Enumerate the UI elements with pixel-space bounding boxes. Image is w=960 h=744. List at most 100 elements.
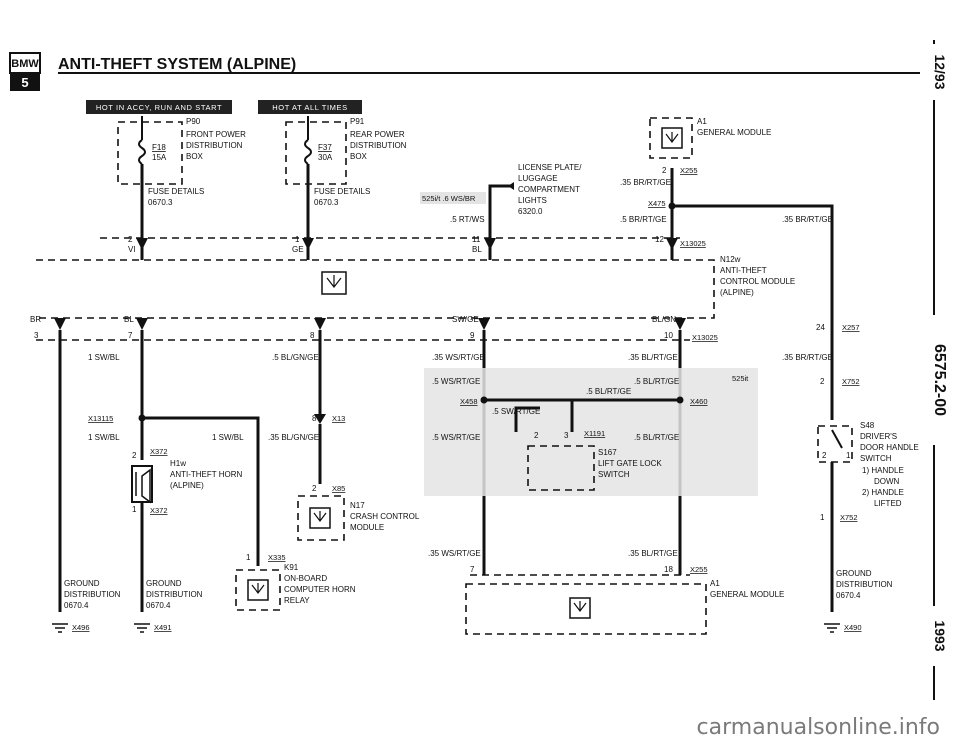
watermark-text: carmanualsonline.info	[697, 715, 940, 740]
svg-text:30A: 30A	[318, 153, 333, 162]
svg-text:A1: A1	[710, 579, 720, 588]
fuse-box-p91: P91 REAR POWER DISTRIBUTION BOX F37 30A …	[285, 116, 407, 260]
svg-text:0670.4: 0670.4	[836, 591, 861, 600]
svg-text:2: 2	[132, 451, 137, 460]
svg-text:1) HANDLE: 1) HANDLE	[862, 466, 904, 475]
svg-text:LUGGAGE: LUGGAGE	[518, 174, 558, 183]
svg-text:.5 WS/RT/GE: .5 WS/RT/GE	[432, 433, 480, 442]
svg-text:FUSE DETAILS: FUSE DETAILS	[314, 187, 370, 196]
svg-text:11: 11	[472, 235, 481, 244]
svg-text:BOX: BOX	[350, 152, 368, 161]
svg-text:DRIVER'S: DRIVER'S	[860, 432, 897, 441]
svg-text:X460: X460	[690, 397, 708, 406]
liftgate-variant-region: 525it X458 X460 .5 WS/RT/GE .5 BL/RT/GE …	[424, 368, 758, 496]
svg-text:N17: N17	[350, 501, 365, 510]
svg-text:3: 3	[564, 431, 569, 440]
svg-text:1 SW/BL: 1 SW/BL	[88, 353, 120, 362]
svg-text:X13025: X13025	[680, 239, 706, 248]
svg-text:FRONT POWER: FRONT POWER	[186, 130, 246, 139]
svg-text:.5 RT/WS: .5 RT/WS	[450, 215, 485, 224]
svg-text:9: 9	[470, 331, 475, 340]
svg-text:RELAY: RELAY	[284, 596, 310, 605]
svg-text:2: 2	[128, 235, 133, 244]
svg-text:2: 2	[662, 166, 667, 175]
svg-text:1: 1	[820, 513, 825, 522]
svg-text:X752: X752	[842, 377, 860, 386]
door-handle-switch: 24 X257 2 X752 2 1 S48 DRIVER'S DOOR HAN…	[816, 323, 919, 612]
variant-highlight	[420, 192, 486, 204]
page-title: ANTI-THEFT SYSTEM (ALPINE)	[58, 56, 296, 73]
fuse-f18-label: F18	[152, 143, 166, 152]
svg-text:BL/GN: BL/GN	[652, 315, 676, 324]
side-doc-number: 6575.2-00	[931, 344, 948, 416]
svg-text:GROUND: GROUND	[64, 579, 100, 588]
svg-text:ON-BOARD: ON-BOARD	[284, 574, 327, 583]
fuse-f37-label: F37	[318, 143, 332, 152]
svg-text:.35 BR/RT/GE: .35 BR/RT/GE	[782, 215, 833, 224]
svg-text:ANTI-THEFT: ANTI-THEFT	[720, 266, 767, 275]
svg-text:K91: K91	[284, 563, 299, 572]
svg-text:X752: X752	[840, 513, 858, 522]
svg-text:N12w: N12w	[720, 255, 741, 264]
license-plate-lights: LICENSE PLATE/ LUGGAGE COMPARTMENT LIGHT…	[420, 163, 834, 330]
svg-text:DISTRIBUTION: DISTRIBUTION	[186, 141, 243, 150]
svg-text:(ALPINE): (ALPINE)	[170, 481, 204, 490]
svg-text:6320.0: 6320.0	[518, 207, 543, 216]
svg-text:BR: BR	[30, 315, 41, 324]
svg-text:0670.4: 0670.4	[64, 601, 89, 610]
svg-text:3: 3	[34, 331, 39, 340]
svg-text:.35 WS/RT/GE: .35 WS/RT/GE	[428, 549, 481, 558]
svg-text:X496: X496	[72, 623, 90, 632]
ground-1: GROUND DISTRIBUTION 0670.4 X496	[52, 579, 121, 633]
svg-text:BL: BL	[124, 315, 134, 324]
side-margin: 12/93 6575.2-00 1993	[924, 40, 948, 700]
svg-text:LIFT GATE LOCK: LIFT GATE LOCK	[598, 459, 662, 468]
svg-text:0670.3: 0670.3	[148, 198, 173, 207]
svg-text:X255: X255	[680, 166, 698, 175]
anti-theft-horn: X13115 X372 2 H1w ANTI-THEFT HORN (ALPIN…	[88, 414, 260, 612]
fuse-box-p90: P90 FRONT POWER DISTRIBUTION BOX F18 15A…	[117, 116, 246, 260]
svg-text:COMPUTER HORN: COMPUTER HORN	[284, 585, 356, 594]
svg-text:DISTRIBUTION: DISTRIBUTION	[64, 590, 121, 599]
svg-text:REAR POWER: REAR POWER	[350, 130, 405, 139]
svg-text:1 SW/BL: 1 SW/BL	[88, 433, 120, 442]
svg-text:.35 BL/RT/GE: .35 BL/RT/GE	[628, 353, 678, 362]
svg-text:DOOR HANDLE: DOOR HANDLE	[860, 443, 919, 452]
svg-text:.5 BL/RT/GE: .5 BL/RT/GE	[634, 433, 679, 442]
svg-text:.5 BL/RT/GE: .5 BL/RT/GE	[586, 387, 631, 396]
svg-text:SWITCH: SWITCH	[860, 454, 892, 463]
svg-text:8: 8	[310, 331, 315, 340]
crash-control-module: 8 X13 2 X85 N17 CRASH CONTROL MODULE	[297, 414, 420, 541]
svg-text:VI: VI	[128, 245, 136, 254]
svg-text:BL: BL	[472, 245, 482, 254]
brand-top-label: BMW	[11, 58, 39, 70]
brand-series-label: 5	[21, 75, 28, 90]
svg-text:ANTI-THEFT HORN: ANTI-THEFT HORN	[170, 470, 243, 479]
svg-text:2: 2	[820, 377, 825, 386]
svg-text:1: 1	[246, 553, 251, 562]
svg-text:X13025: X13025	[692, 333, 718, 342]
svg-text:X1191: X1191	[584, 429, 605, 438]
svg-text:2) HANDLE: 2) HANDLE	[862, 488, 904, 497]
svg-text:HOT IN ACCY, RUN AND START: HOT IN ACCY, RUN AND START	[96, 103, 222, 112]
side-year: 1993	[932, 620, 948, 651]
svg-text:S48: S48	[860, 421, 875, 430]
svg-text:COMPARTMENT: COMPARTMENT	[518, 185, 580, 194]
svg-text:A1: A1	[697, 117, 707, 126]
svg-text:12: 12	[655, 235, 664, 244]
svg-text:DISTRIBUTION: DISTRIBUTION	[146, 590, 203, 599]
svg-text:X13115: X13115	[88, 414, 113, 423]
svg-text:SW/GE: SW/GE	[452, 315, 479, 324]
ground-2: GROUND DISTRIBUTION 0670.4 X491	[134, 579, 203, 633]
svg-text:X85: X85	[332, 484, 345, 493]
svg-text:525it: 525it	[732, 374, 749, 383]
svg-text:1 SW/BL: 1 SW/BL	[212, 433, 244, 442]
svg-text:GE: GE	[292, 245, 304, 254]
svg-text:X335: X335	[268, 553, 286, 562]
svg-text:2: 2	[822, 451, 827, 460]
bmw-logo: BMW 5	[9, 52, 41, 91]
svg-text:X372: X372	[150, 506, 168, 515]
svg-text:(ALPINE): (ALPINE)	[720, 288, 754, 297]
svg-text:X255: X255	[690, 565, 708, 574]
svg-text:7: 7	[128, 331, 133, 340]
